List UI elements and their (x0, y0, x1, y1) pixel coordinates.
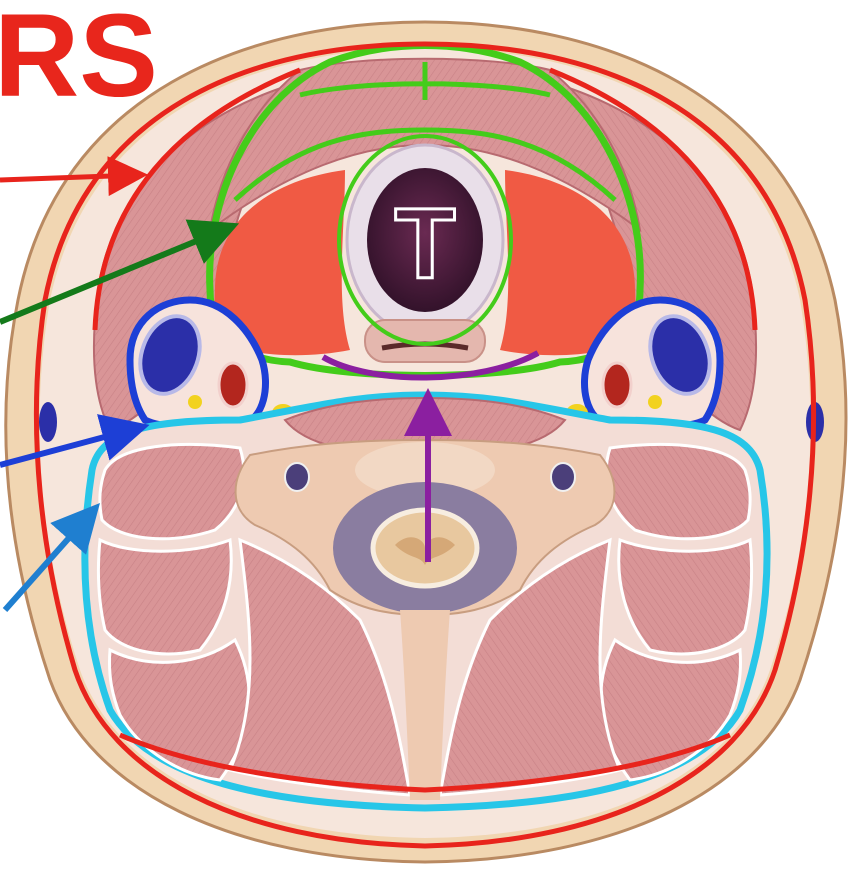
left-scalene-muscles (100, 444, 244, 538)
right-common-carotid-artery (603, 363, 631, 407)
right-vertebral-artery (551, 463, 575, 491)
left-vertebral-artery (285, 463, 309, 491)
left-vagus-nerve (188, 395, 202, 409)
left-external-jugular-vein (39, 402, 57, 442)
right-levator-scapulae (619, 540, 752, 654)
left-common-carotid-artery (219, 363, 247, 407)
trachea-label: T (394, 188, 455, 300)
right-scalene-muscles (606, 444, 750, 538)
left-levator-scapulae (98, 540, 231, 654)
title-text: RS (0, 0, 158, 122)
right-vagus-nerve (648, 395, 662, 409)
esophagus (365, 320, 485, 362)
